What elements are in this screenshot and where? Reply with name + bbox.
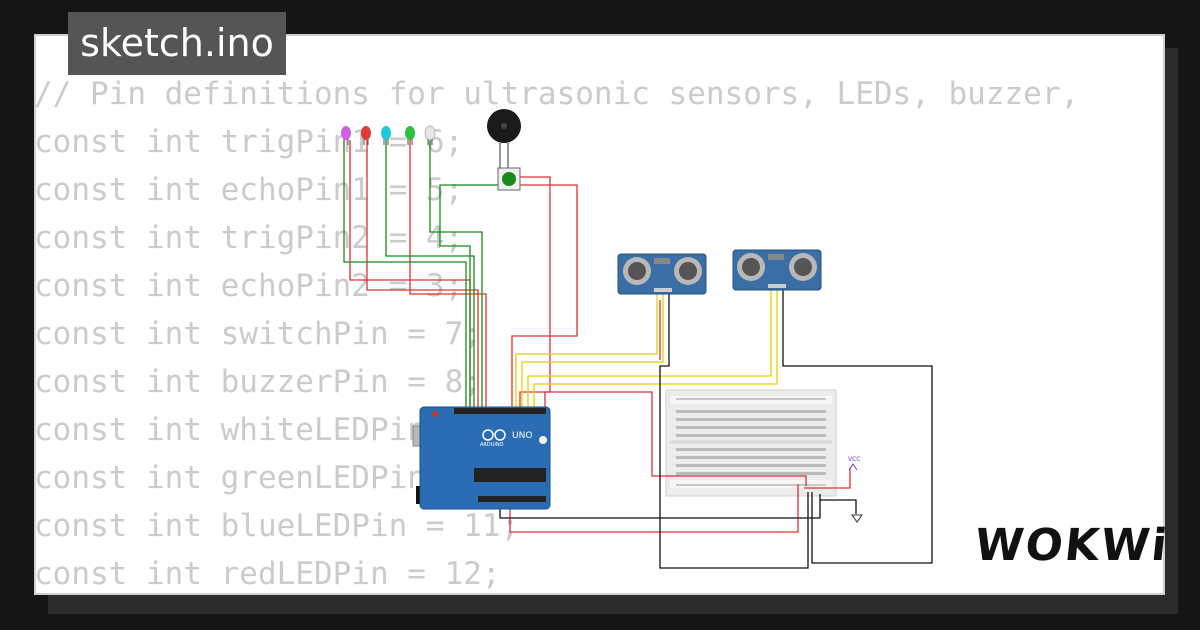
code-line: const int echoPin2 = 3; [34,268,464,304]
buzzer [487,109,521,172]
pushbutton [497,167,521,191]
code-line: const int trigPin2 = 4; [34,220,464,256]
yellow-wires [515,287,778,410]
file-name-tab: sketch.ino [68,12,286,75]
black-wires [499,287,933,569]
wokwi-logo: WOKWi [972,520,1172,571]
preview-card [34,34,1165,595]
vcc-label: VCC [848,456,860,463]
board-brand: ARDUINO [480,442,504,448]
board-label: UNO [512,431,532,441]
code-line: // Pin definitions for ultrasonic sensor… [34,76,1080,112]
led-cyan [381,126,391,145]
arduino-uno: UNO ARDUINO [412,406,551,510]
code-line: const int buzzerPin = 8; [34,364,482,400]
green-wires [343,140,503,410]
code-line: const int echoPin1 = 5; [34,172,464,208]
vcc-symbol: VCC [848,456,860,471]
code-line: const int switchPin = 7; [34,316,482,352]
ground-symbol [851,514,863,523]
led-red [361,126,371,145]
led-row [341,125,436,145]
code-line: const int redLEDPin = 12; [34,556,501,592]
led-green [405,126,415,145]
ultrasonic-sensor-2 [732,249,822,291]
breadboard [665,389,837,497]
ultrasonic-sensor-1 [617,253,707,295]
led-purple [341,126,351,145]
red-wires [349,140,851,533]
led-white [424,125,436,145]
code-line: const int blueLEDPin = 11; [34,508,520,544]
